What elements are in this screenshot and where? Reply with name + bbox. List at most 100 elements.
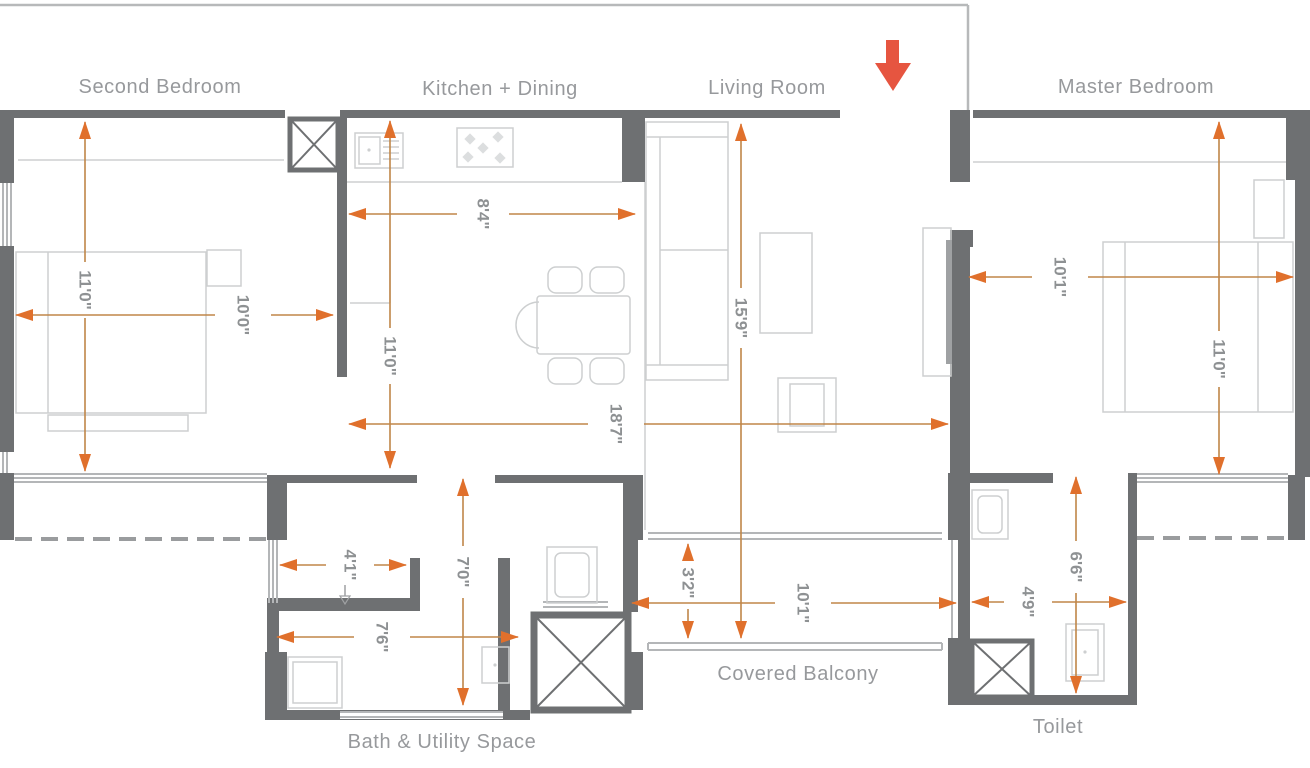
wall-bath-partition — [498, 558, 510, 710]
window-master-bottom — [1137, 473, 1288, 483]
wall-living-master-upper — [950, 110, 970, 182]
duct-kitchen — [287, 116, 341, 173]
label-kitchen-dining: Kitchen + Dining — [422, 78, 578, 100]
wall-balcony-right-block — [948, 475, 963, 540]
dim-label: 4'9" — [1019, 586, 1038, 617]
washing-machine — [287, 656, 343, 709]
wall-bath-right-block — [623, 475, 643, 540]
dim-label: 11'0" — [381, 336, 400, 376]
wall-bath-left-upper — [267, 477, 287, 540]
wall-bath-right — [623, 540, 638, 612]
dim-label: 6'6" — [1067, 551, 1086, 582]
dim-label: 18'7" — [607, 404, 626, 444]
kitchen-hob — [456, 127, 514, 168]
dim-living-depth: 15'9" — [732, 123, 751, 639]
tap-symbol — [338, 585, 352, 606]
dining-chair — [547, 357, 583, 385]
dim-master-depth: 11'0" — [1210, 121, 1229, 475]
dim-label: 7'0" — [454, 556, 473, 587]
open-deck-edges — [15, 536, 1292, 541]
wall-secondbed-top — [0, 110, 285, 118]
window-bath-left — [268, 540, 278, 603]
nightstand-master — [1253, 179, 1285, 239]
wall-master-right-pier — [1286, 117, 1295, 180]
wall-bath-top-right — [495, 475, 623, 483]
wall-wc-partition-right — [410, 558, 420, 602]
dim-label: 11'0" — [76, 270, 95, 310]
wall-toilet-bottom — [970, 695, 1137, 705]
dim-balcony-width: 10'1" — [631, 583, 957, 623]
window-secondbed-bottom — [14, 473, 267, 483]
dim-master-width: 10'1" — [968, 257, 1294, 297]
wall-secondbed-left-mid — [0, 246, 14, 452]
wall-living-top — [645, 110, 840, 118]
window-bath-bottom — [340, 711, 503, 719]
dim-label: 10'0" — [234, 295, 253, 335]
site-boundary — [0, 3, 970, 110]
balcony-parapet — [647, 642, 943, 651]
windows — [2, 183, 1288, 719]
wall-bath-top-left — [267, 475, 417, 483]
dim-label: 8'4" — [474, 198, 493, 229]
dim-label: 3'2" — [679, 567, 698, 598]
dining-set — [515, 266, 631, 385]
wall-kitchen-top — [340, 110, 645, 118]
window-secondbed-left-upper — [2, 183, 12, 246]
dim-secondbed-depth: 11'0" — [76, 121, 95, 472]
nightstand-secondbed — [206, 249, 242, 287]
dim-kitchen-width: 8'4" — [348, 198, 636, 230]
bed-master — [1102, 179, 1294, 413]
room-labels: Second Bedroom Kitchen + Dining Living R… — [79, 76, 1214, 753]
shafts — [287, 116, 1035, 714]
tv-panel — [946, 240, 952, 364]
wall-kitchen-living — [622, 110, 645, 182]
lift-shaft — [530, 601, 632, 714]
furniture — [15, 121, 1294, 709]
wc-toilet — [971, 489, 1009, 540]
dim-label: 4'1" — [341, 549, 360, 580]
wall-toilet-top — [948, 473, 1053, 483]
tv-unit — [922, 227, 952, 377]
wall-living-master-lower — [950, 247, 970, 475]
entry-arrow-icon — [875, 40, 911, 91]
window-secondbed-left-lower — [2, 452, 8, 473]
washbasin-bath — [481, 646, 510, 684]
wall-secondbed-left-upper — [0, 117, 14, 183]
duct-toilet — [969, 638, 1035, 700]
dining-chair — [589, 266, 625, 294]
dim-label: 7'6" — [373, 621, 392, 652]
wall-master-doorframe — [950, 230, 973, 247]
label-toilet: Toilet — [1033, 716, 1083, 738]
bed-bench — [47, 414, 189, 432]
label-second-bedroom: Second Bedroom — [79, 76, 242, 98]
label-covered-balcony: Covered Balcony — [717, 663, 878, 685]
dining-chair — [589, 357, 625, 385]
dim-bath-wc-width: 4'1" — [279, 549, 407, 581]
kitchen-sink — [354, 132, 404, 169]
dim-living-width: 18'7" — [348, 404, 949, 444]
dim-bath-depth: 7'0" — [454, 478, 473, 706]
wall-master-deck-right — [1288, 475, 1305, 540]
washbasin-toilet — [1065, 623, 1105, 682]
wall-toilet-right — [1128, 473, 1137, 705]
wc-bath — [546, 546, 598, 604]
dim-bath-width: 7'6" — [276, 621, 519, 653]
bed-secondbed — [15, 249, 242, 432]
wall-master-right — [1295, 110, 1310, 477]
wall-master-top — [973, 110, 1297, 118]
label-living-room: Living Room — [708, 77, 826, 99]
wall-secondbed-left-corner — [0, 473, 14, 540]
dining-chair — [547, 266, 583, 294]
coffee-table — [759, 232, 813, 334]
wall-bath-left-corner — [265, 652, 287, 715]
walls — [0, 110, 1310, 720]
label-bath-utility: Bath & Utility Space — [348, 731, 537, 753]
dim-kitchen-depth: 11'0" — [381, 120, 400, 469]
dining-head-chair — [515, 301, 540, 349]
armchair — [777, 377, 837, 433]
wall-shaft-left-bar — [948, 638, 970, 705]
dim-toilet-depth: 6'6" — [1067, 476, 1086, 694]
dim-secondbed-width: 10'0" — [15, 295, 334, 335]
